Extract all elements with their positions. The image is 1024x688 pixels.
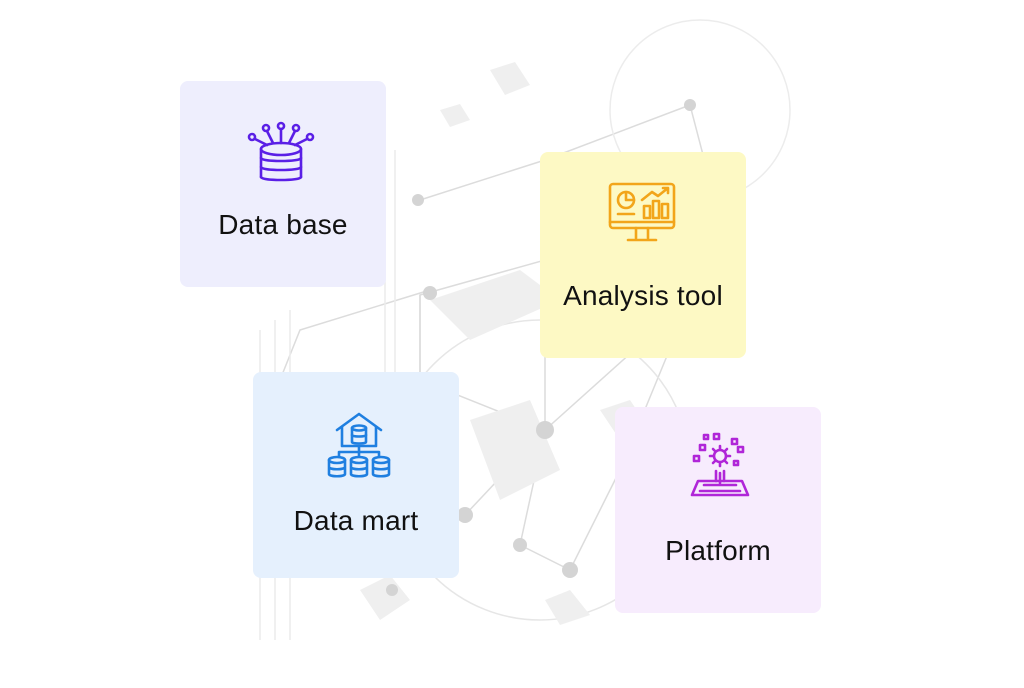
card-analysis-tool[interactable]: Analysis tool bbox=[540, 152, 746, 358]
card-platform-label: Platform bbox=[665, 535, 771, 566]
platform-gear-icon bbox=[690, 432, 750, 497]
card-platform[interactable]: Platform bbox=[615, 407, 821, 613]
card-database-label: Data base bbox=[218, 209, 348, 240]
database-network-icon bbox=[247, 121, 315, 182]
monitor-analytics-icon bbox=[608, 182, 676, 242]
data-warehouse-icon bbox=[327, 412, 391, 478]
card-database[interactable]: Data base bbox=[180, 81, 386, 287]
card-data-mart-label: Data mart bbox=[293, 505, 419, 536]
card-analysis-tool-label: Analysis tool bbox=[563, 280, 723, 311]
card-data-mart[interactable]: Data mart bbox=[253, 372, 459, 578]
